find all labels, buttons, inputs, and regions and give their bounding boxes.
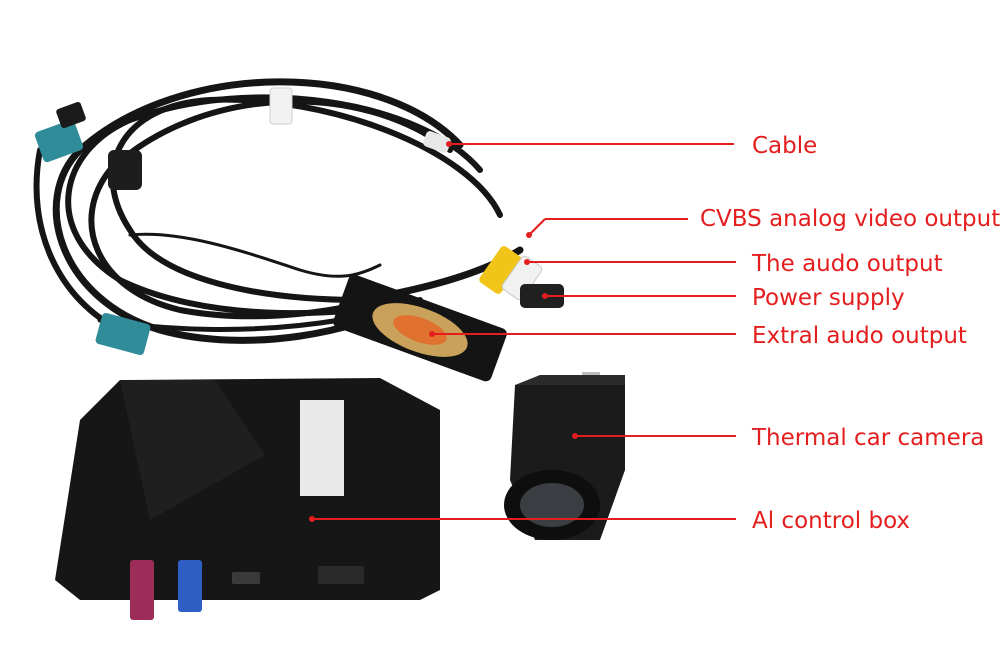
leader-dot-audio xyxy=(524,259,530,265)
label-audio-output: The audo output xyxy=(752,251,943,277)
teal-connector-top xyxy=(34,119,84,163)
leader-dot-cvbs xyxy=(526,232,532,238)
blue-connector xyxy=(178,560,202,612)
leader-dot-control-box xyxy=(309,516,315,522)
cable-tag xyxy=(269,87,293,125)
label-extra-audio-output: Extral audo output xyxy=(752,323,967,349)
leader-dot-extra-audio xyxy=(429,331,435,337)
thermal-camera xyxy=(504,372,625,540)
teal-connector-bottom xyxy=(95,312,151,356)
yellow-rca-plug xyxy=(479,246,523,294)
leader-lines xyxy=(309,141,736,522)
magenta-connector xyxy=(130,560,154,620)
leader-dot-camera xyxy=(572,433,578,439)
ethernet-port xyxy=(318,566,364,584)
leader-line-cvbs-diag xyxy=(528,218,546,236)
label-power-supply: Power supply xyxy=(752,285,905,311)
extra-speaker xyxy=(333,274,507,382)
cable-bundle xyxy=(33,78,524,344)
usb-port xyxy=(232,572,260,584)
leader-dot-cable xyxy=(446,141,452,147)
ferrite-core xyxy=(108,150,142,190)
label-thermal-camera: Thermal car camera xyxy=(752,425,985,451)
label-cvbs-video-output: CVBS analog video output xyxy=(700,206,1000,232)
label-control-box: Al control box xyxy=(752,508,911,534)
label-cable: Cable xyxy=(752,133,818,159)
leader-dot-power xyxy=(542,293,548,299)
ai-control-box xyxy=(55,378,440,620)
cable-label-band xyxy=(423,131,451,153)
blurred-label xyxy=(300,400,344,496)
black-connector-top xyxy=(56,102,86,128)
